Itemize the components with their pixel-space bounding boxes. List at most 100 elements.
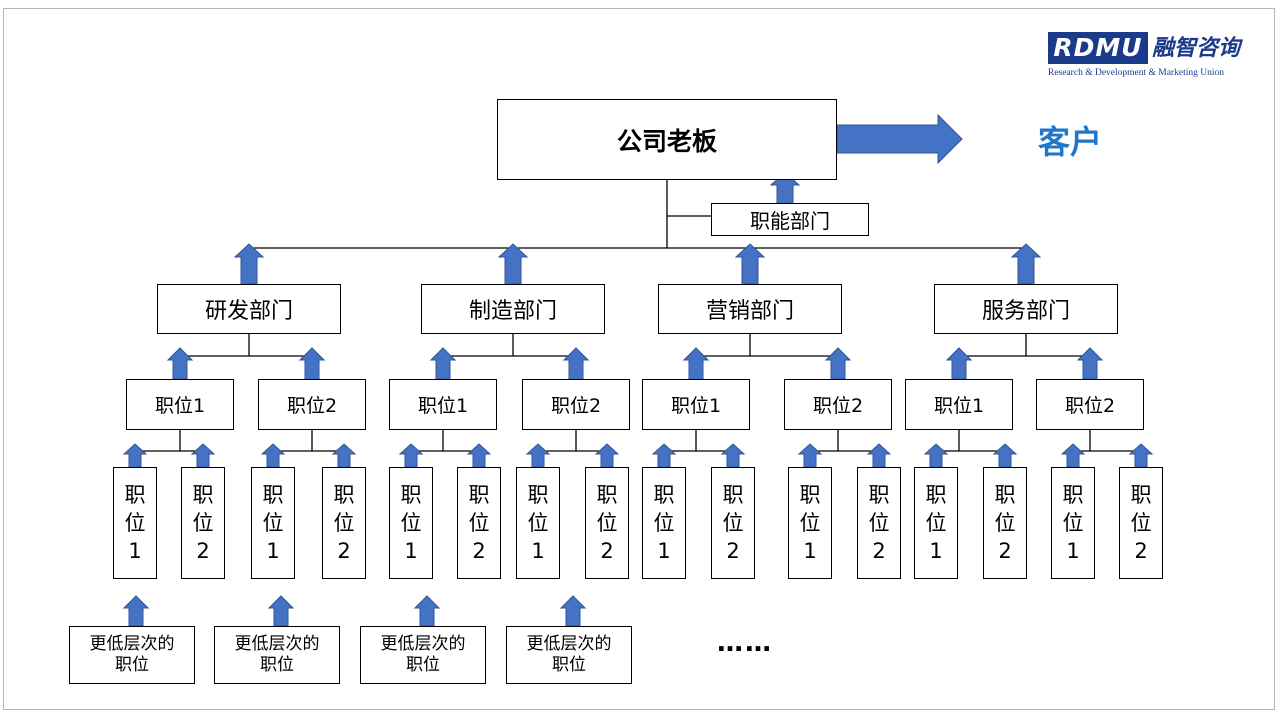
sub-position-label: 职位 1 — [263, 481, 284, 565]
sub-position-arrow-up — [720, 443, 746, 468]
position-arrow-up — [824, 347, 852, 380]
sub-position-char: 职 — [868, 483, 890, 507]
position-arrow-up — [945, 347, 973, 380]
sub-position-arrow-up — [466, 443, 492, 468]
position-box: 职位1 — [389, 379, 497, 430]
position-box: 职位2 — [522, 379, 630, 430]
sub-position-arrow-up — [398, 443, 424, 468]
sub-position-char: 职 — [1062, 483, 1084, 507]
sub-position-label: 职位 2 — [995, 481, 1016, 565]
sub-position-char: 位 — [653, 511, 675, 535]
sub-position-arrow-up — [594, 443, 620, 468]
sub-position-char: 2 — [872, 539, 886, 563]
sub-position-arrow-up — [992, 443, 1018, 468]
root-box-boss: 公司老板 — [497, 99, 837, 180]
sub-position-char: 位 — [262, 511, 284, 535]
sub-position-char: 位 — [192, 511, 214, 535]
sub-position-char: 2 — [472, 539, 486, 563]
sub-position-box: 职位 2 — [457, 467, 501, 579]
position-arrow-up — [682, 347, 710, 380]
logo-english-name: Research & Development & Marketing Union — [1048, 68, 1224, 78]
sub-position-box: 职位 1 — [642, 467, 686, 579]
logo-mark: RDMU — [1048, 32, 1148, 64]
sub-position-char: 位 — [1062, 511, 1084, 535]
sub-position-label: 职位 1 — [654, 481, 675, 565]
sub-position-char: 位 — [1130, 511, 1152, 535]
lower-position-line: 更低层次的 — [89, 634, 175, 654]
ellipsis: …… — [717, 628, 773, 658]
sub-position-char: 位 — [994, 511, 1016, 535]
dept-arrow-up — [734, 243, 766, 285]
sub-position-char: 2 — [337, 539, 351, 563]
sub-position-char: 位 — [722, 511, 744, 535]
lower-position-line: 更低层次的 — [526, 634, 612, 654]
sub-position-char: 位 — [468, 511, 490, 535]
position-box: 职位2 — [1036, 379, 1144, 430]
sub-position-label: 职位 2 — [469, 481, 490, 565]
sub-position-char: 位 — [925, 511, 947, 535]
dept-arrow-up — [1010, 243, 1042, 285]
position-box: 职位2 — [258, 379, 366, 430]
sub-position-char: 职 — [468, 483, 490, 507]
sub-position-char: 职 — [994, 483, 1016, 507]
sub-position-arrow-up — [1060, 443, 1086, 468]
lower-position-arrow-up — [267, 595, 295, 627]
sub-position-char: 职 — [527, 483, 549, 507]
sub-position-char: 1 — [657, 539, 671, 563]
sub-position-label: 职位 1 — [926, 481, 947, 565]
sub-position-char: 位 — [596, 511, 618, 535]
arrow-to-customer — [836, 113, 963, 165]
sub-position-char: 位 — [124, 511, 146, 535]
lower-position-line: 职位 — [115, 655, 149, 675]
sub-position-char: 职 — [124, 483, 146, 507]
sub-position-char: 2 — [600, 539, 614, 563]
lower-position-box: 更低层次的职位 — [69, 626, 195, 684]
sub-position-arrow-up — [122, 443, 148, 468]
lower-position-line: 更低层次的 — [380, 634, 466, 654]
sub-position-box: 职位 2 — [181, 467, 225, 579]
sub-position-box: 职位 2 — [857, 467, 901, 579]
sub-position-box: 职位 1 — [251, 467, 295, 579]
sub-position-char: 位 — [333, 511, 355, 535]
sub-position-box: 职位 2 — [983, 467, 1027, 579]
sub-position-arrow-up — [651, 443, 677, 468]
lower-position-line: 职位 — [552, 655, 586, 675]
sub-position-char: 职 — [925, 483, 947, 507]
sub-position-arrow-up — [1128, 443, 1154, 468]
lower-position-box: 更低层次的职位 — [214, 626, 340, 684]
sub-position-char: 职 — [262, 483, 284, 507]
position-arrow-up — [1076, 347, 1104, 380]
sub-position-arrow-up — [797, 443, 823, 468]
sub-position-arrow-up — [260, 443, 286, 468]
sub-position-char: 1 — [266, 539, 280, 563]
lower-position-arrow-up — [559, 595, 587, 627]
sub-position-char: 职 — [400, 483, 422, 507]
department-box: 制造部门 — [421, 284, 605, 334]
sub-position-char: 2 — [196, 539, 210, 563]
lower-position-line: 更低层次的 — [234, 634, 320, 654]
sub-position-char: 1 — [1066, 539, 1080, 563]
sub-position-char: 位 — [400, 511, 422, 535]
sub-position-char: 职 — [653, 483, 675, 507]
sub-position-char: 职 — [192, 483, 214, 507]
sub-position-box: 职位 1 — [914, 467, 958, 579]
sub-position-char: 2 — [1134, 539, 1148, 563]
sub-position-arrow-up — [923, 443, 949, 468]
lower-position-arrow-up — [122, 595, 150, 627]
sub-position-arrow-up — [525, 443, 551, 468]
customer-label: 客户 — [1037, 123, 1102, 161]
sub-position-char: 2 — [998, 539, 1012, 563]
position-arrow-up — [166, 347, 194, 380]
sub-position-char: 位 — [868, 511, 890, 535]
sub-position-char: 1 — [929, 539, 943, 563]
